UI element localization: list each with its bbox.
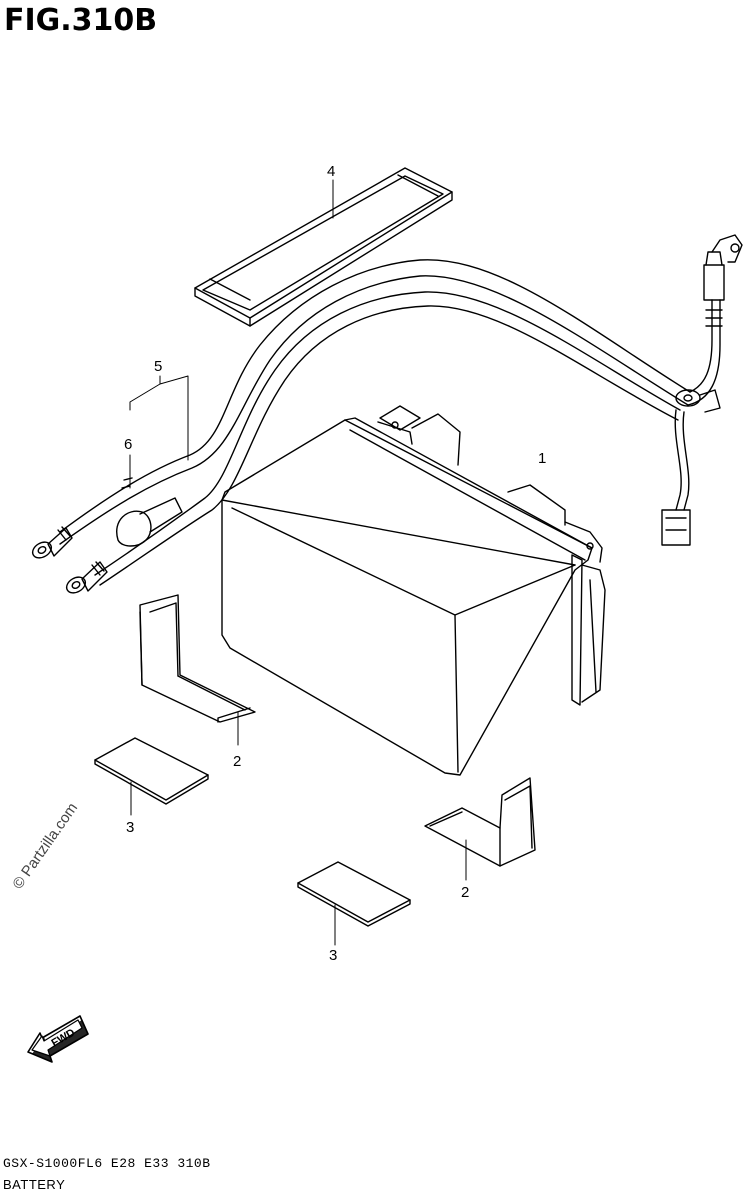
figure-title: FIG.310B [4, 3, 158, 38]
fwd-arrow-icon: FWD [27, 1015, 89, 1063]
callout-3-left: 3 [126, 819, 134, 836]
leader-lines [129, 179, 467, 946]
callout-6: 6 [124, 436, 132, 453]
spacer-part-left [139, 594, 256, 723]
callout-2-left: 2 [233, 753, 241, 770]
callout-3-right: 3 [329, 947, 337, 964]
watermark: © Partzilla.com [9, 800, 81, 893]
spacer-part-right [424, 777, 536, 867]
terminal-cover-part [116, 477, 183, 547]
callout-1: 1 [538, 450, 546, 467]
footer-model-line: GSX-S1000FL6 E28 E33 310B [3, 1156, 211, 1171]
battery-cable-part [31, 234, 743, 594]
callout-2-right: 2 [461, 884, 469, 901]
callout-4: 4 [327, 163, 335, 180]
battery-part [221, 405, 606, 776]
footer-name-line: BATTERY [3, 1177, 66, 1192]
callout-5: 5 [154, 358, 162, 375]
pad-part-left [94, 737, 209, 805]
battery-strap-part [194, 167, 453, 327]
pad-part-right [297, 861, 411, 927]
